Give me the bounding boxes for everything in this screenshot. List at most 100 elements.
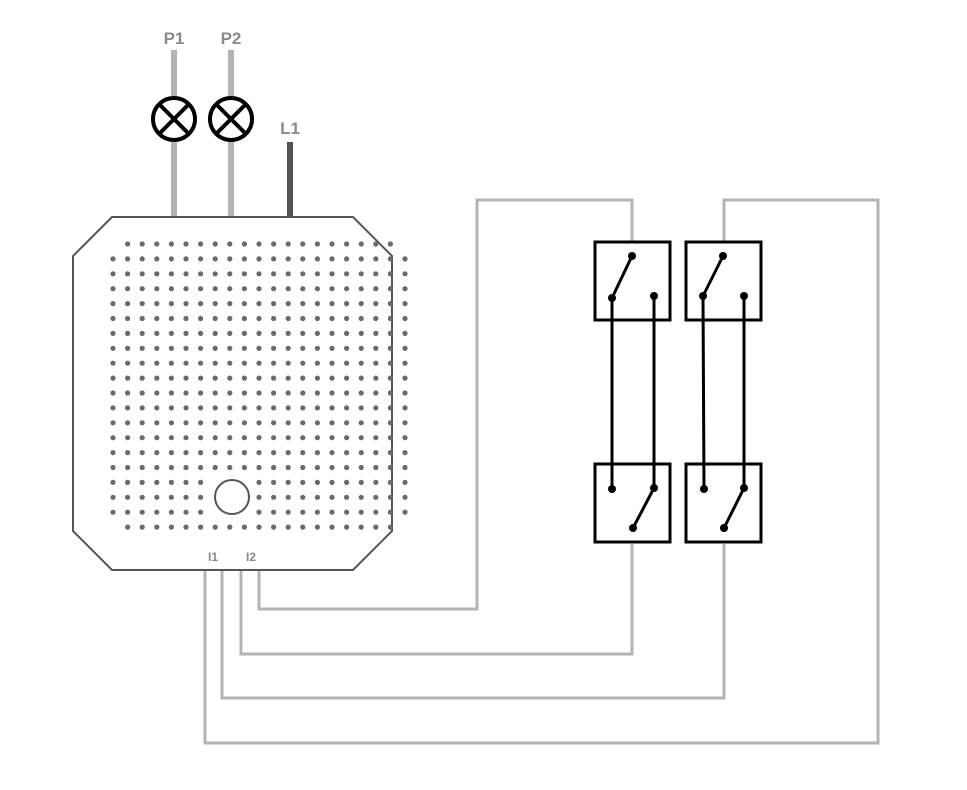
vent-dot: [387, 301, 393, 307]
vent-dot: [183, 330, 189, 336]
vent-dot: [198, 435, 204, 441]
vent-dot: [154, 271, 160, 277]
vent-dot: [344, 464, 350, 471]
vent-dot: [227, 271, 233, 277]
vent-dot: [183, 390, 189, 396]
vent-dot: [110, 435, 116, 441]
vent-dot: [139, 330, 145, 336]
vent-dot: [154, 420, 160, 426]
vent-dot: [198, 256, 204, 262]
module-button[interactable]: [214, 479, 250, 515]
vent-dot: [344, 241, 350, 247]
lamp-p1-icon: [151, 96, 197, 142]
vent-dot: [344, 360, 350, 366]
vent-dot: [183, 494, 189, 500]
vent-dot: [373, 464, 379, 471]
vent-dot: [139, 435, 145, 441]
vent-dot: [183, 509, 189, 515]
vent-dot: [227, 464, 233, 471]
vent-dot: [227, 301, 233, 307]
vent-dot: [198, 330, 204, 336]
vent-dot: [344, 450, 350, 456]
vent-dot: [387, 494, 393, 500]
vent-dot: [154, 435, 160, 441]
vent-dot: [110, 450, 116, 456]
vent-dot: [285, 405, 291, 411]
vent-dot: [387, 509, 393, 515]
switch-bottom-left: [593, 462, 672, 544]
vent-dot: [110, 420, 116, 426]
vent-dot: [183, 375, 189, 381]
vent-dot: [373, 271, 379, 277]
vent-dot: [300, 464, 306, 471]
vent-dot: [241, 256, 247, 262]
vent-dot: [256, 390, 262, 396]
vent-dot: [300, 494, 306, 500]
vent-dot: [329, 464, 335, 471]
vent-dot: [358, 479, 364, 485]
vent-dot: [271, 524, 277, 530]
vent-dot: [373, 405, 379, 411]
vent-dot: [373, 330, 379, 336]
switch-top-left: [593, 240, 672, 322]
switch-bottom-right: [684, 462, 763, 544]
vent-dot: [168, 479, 174, 485]
vent-dot: [168, 390, 174, 396]
vent-dot: [358, 360, 364, 366]
vent-dot: [358, 435, 364, 441]
vent-dot: [168, 494, 174, 500]
vent-dot: [314, 345, 320, 351]
vent-dot: [329, 301, 335, 307]
vent-dot: [125, 435, 131, 441]
vent-dot: [183, 315, 189, 322]
vent-dot: [212, 271, 218, 277]
vent-dot: [314, 479, 320, 485]
wire-to-left-switch-bottom: [239, 544, 634, 656]
vent-dot: [241, 450, 247, 456]
vent-dot: [271, 330, 277, 336]
vent-dot: [344, 271, 350, 277]
vent-dot: [154, 256, 160, 262]
vent-dot: [110, 330, 116, 336]
vent-dot: [271, 390, 277, 396]
vent-dot: [227, 345, 233, 351]
vent-dot: [329, 360, 335, 366]
vent-dot: [139, 494, 145, 500]
vent-dot: [314, 241, 320, 247]
vent-dot: [198, 479, 204, 485]
vent-dot: [402, 256, 408, 262]
vent-dot: [271, 315, 277, 322]
vent-dot: [183, 479, 189, 485]
vent-dot: [212, 405, 218, 411]
vent-dot: [227, 435, 233, 441]
vent-dot: [285, 360, 291, 366]
vent-dot: [402, 479, 408, 485]
vent-dot: [387, 360, 393, 366]
vent-dot: [168, 509, 174, 515]
vent-dot: [139, 390, 145, 396]
vent-dot: [139, 464, 145, 471]
vent-dot: [329, 479, 335, 485]
vent-dot: [387, 524, 393, 530]
vent-dot: [256, 330, 262, 336]
vent-dot: [271, 509, 277, 515]
vent-dot: [154, 301, 160, 307]
vent-dot: [198, 494, 204, 500]
vent-dot: [271, 494, 277, 500]
vent-dot: [285, 390, 291, 396]
vent-dot: [125, 241, 131, 247]
vent-dot: [227, 256, 233, 262]
vent-dot: [198, 286, 204, 292]
vent-dot: [387, 405, 393, 411]
vent-dot: [139, 345, 145, 351]
vent-dot: [139, 479, 145, 485]
vent-dot: [329, 435, 335, 441]
vent-dot: [314, 330, 320, 336]
vent-dot: [168, 375, 174, 381]
vent-dot: [285, 494, 291, 500]
vent-dot: [344, 301, 350, 307]
vent-dot: [314, 286, 320, 292]
vent-dot: [227, 315, 233, 322]
vent-dot: [387, 286, 393, 292]
vent-dot: [212, 286, 218, 292]
